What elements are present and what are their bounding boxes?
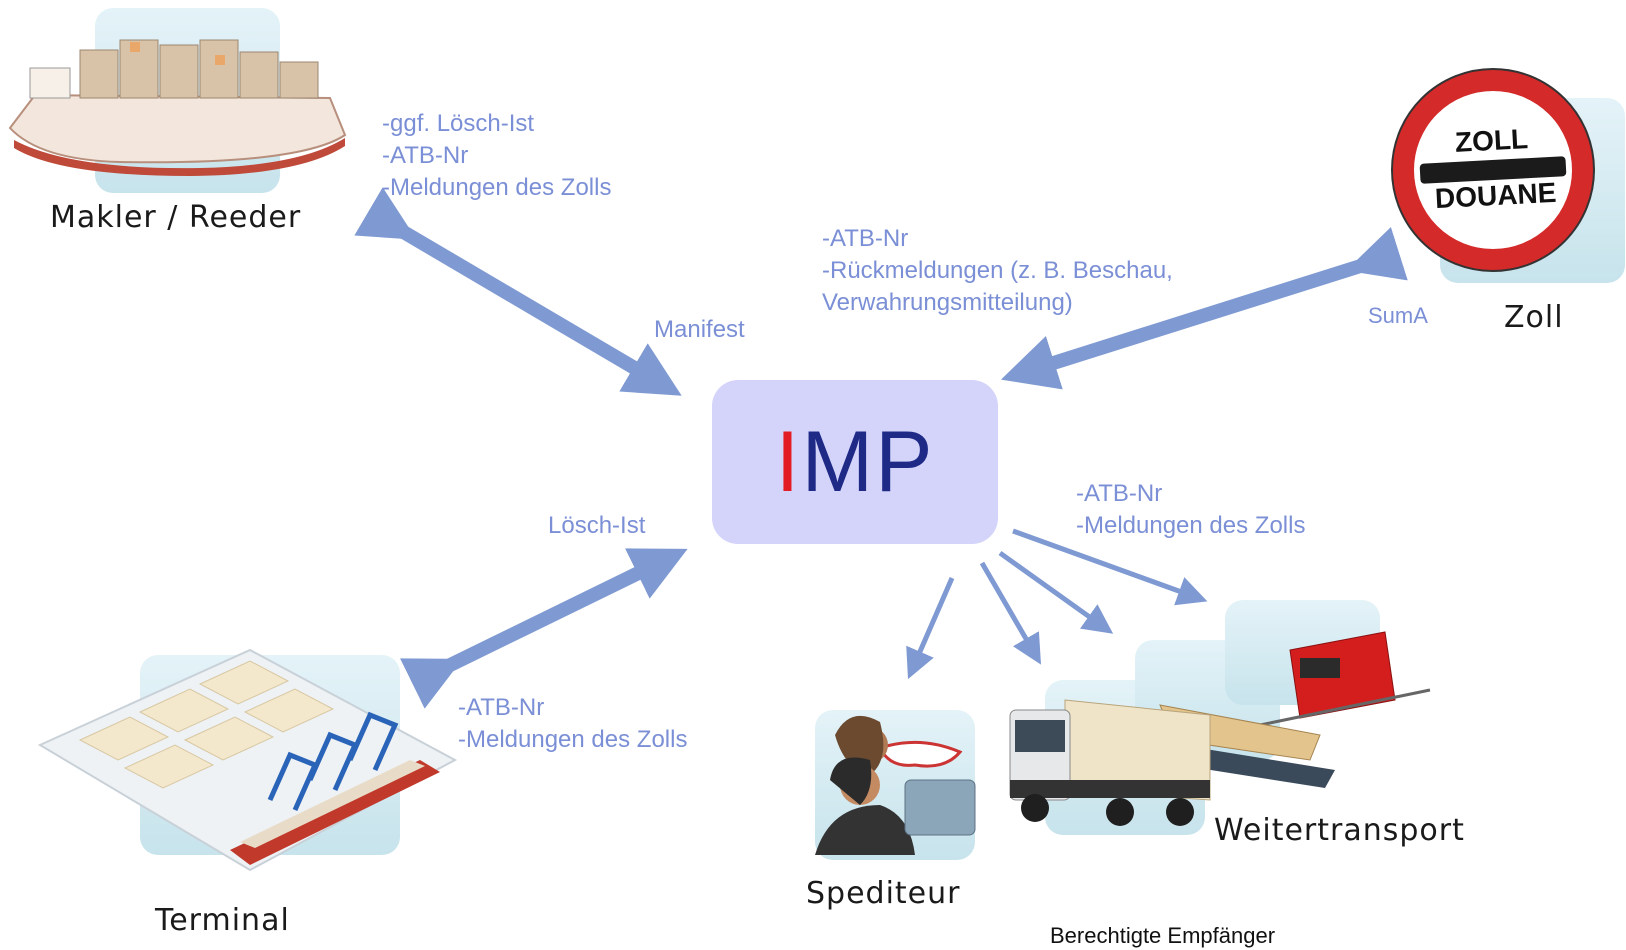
- arrow-imp-ship: [998, 550, 1114, 634]
- manifest-label: Manifest: [654, 316, 745, 343]
- imp-text: MP: [801, 413, 935, 510]
- empfaenger-flow-text: -ATB-Nr -Meldungen des Zolls: [1076, 480, 1306, 539]
- arrow-makler-imp: [354, 187, 682, 396]
- weitertransport-label: Weitertransport: [1214, 813, 1465, 848]
- makler-flow-text: -ggf. Lösch-Ist -ATB-Nr -Meldungen des Z…: [382, 110, 612, 201]
- arrow-terminal-imp: [400, 548, 688, 709]
- terminal-flow-text: -ATB-Nr -Meldungen des Zolls: [458, 694, 688, 753]
- arrow-zoll-imp: [1000, 227, 1408, 390]
- loesch-ist-label: Lösch-Ist: [548, 512, 646, 539]
- terminal-label: Terminal: [155, 903, 290, 938]
- zoll-label: Zoll: [1504, 300, 1564, 335]
- spediteur-label: Spediteur: [806, 876, 961, 911]
- imp-prefix: I: [775, 413, 802, 510]
- arrow-imp-truck: [979, 561, 1042, 665]
- suma-label: SumA: [1368, 303, 1428, 328]
- makler-label: Makler / Reeder: [50, 200, 302, 235]
- zoll-flow-text: -ATB-Nr -Rückmeldungen (z. B. Beschau, V…: [822, 225, 1173, 316]
- arrow-imp-train: [1012, 528, 1208, 606]
- empfaenger-label: Berechtigte Empfänger: [1050, 923, 1276, 948]
- arrow-imp-spediteur: [906, 577, 955, 680]
